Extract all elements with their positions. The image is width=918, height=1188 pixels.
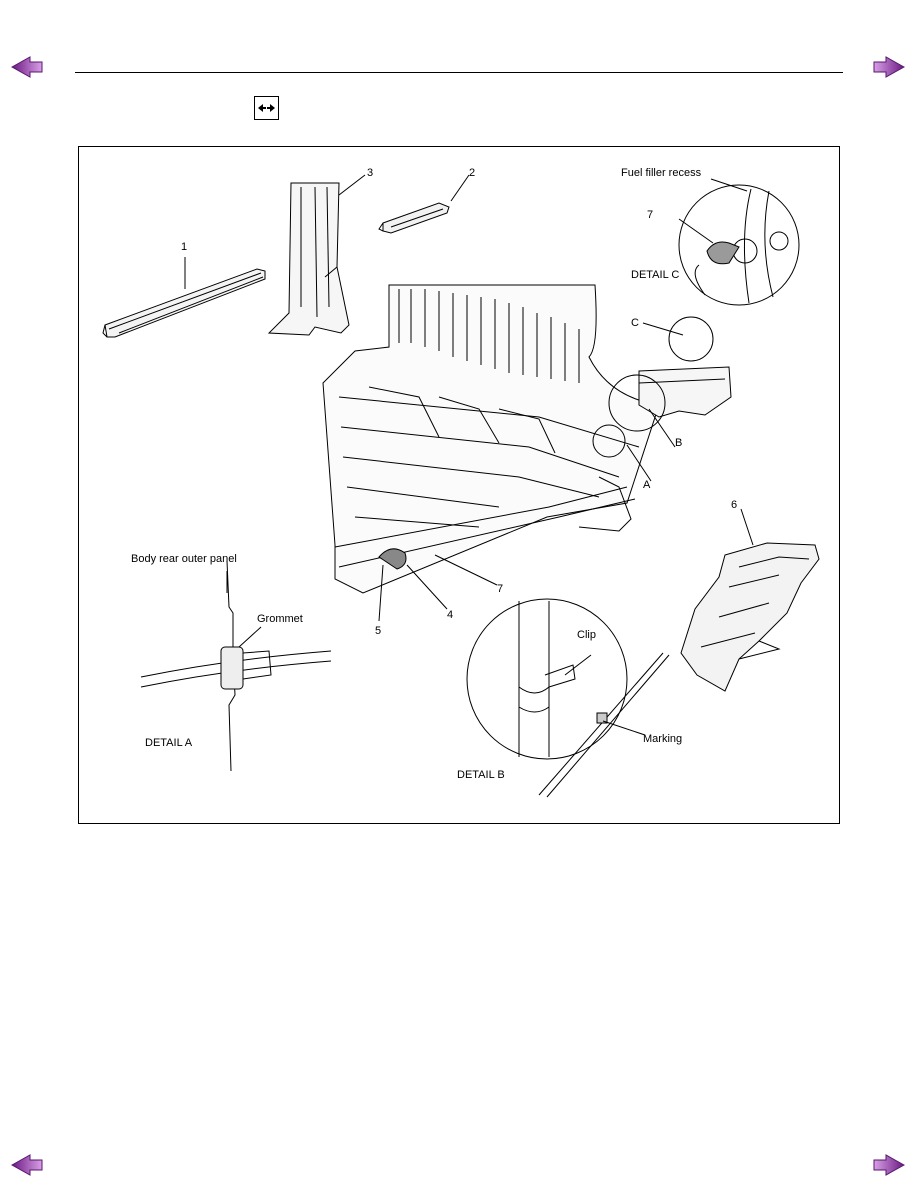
double-arrow-icon — [258, 104, 275, 112]
detail-b-view — [466, 598, 670, 798]
callout-6: 6 — [731, 499, 738, 511]
vehicle-floor-structure — [322, 284, 660, 594]
detail-c-view — [678, 184, 800, 306]
callout-3: 3 — [367, 167, 374, 179]
part-1-sill-moulding — [102, 268, 266, 338]
clip-label: Clip — [577, 629, 596, 641]
leader-lines — [184, 174, 754, 736]
part-6-wheelhouse-liner — [680, 542, 820, 692]
exploded-view-drawing — [102, 174, 820, 798]
callout-c: C — [631, 317, 639, 329]
callout-4: 4 — [447, 609, 454, 621]
part-3-pillar-trim — [267, 182, 350, 336]
right-arrow-icon — [873, 1154, 906, 1176]
detail-c-label: DETAIL C — [631, 269, 680, 281]
next-page-button[interactable] — [872, 55, 906, 79]
detail-b-label: DETAIL B — [457, 769, 505, 781]
left-arrow-icon — [10, 56, 43, 78]
next-page-button-bottom[interactable] — [872, 1153, 906, 1177]
fuel-filler-recess-label: Fuel filler recess — [621, 167, 702, 179]
marking-label: Marking — [643, 733, 683, 745]
callout-7-detail-c: 7 — [647, 209, 654, 221]
parts-illustration: 1 3 2 Fuel filler recess 7 DETAIL C C B … — [78, 146, 840, 824]
body-rear-outer-panel-label: Body rear outer panel — [131, 553, 237, 565]
right-arrow-icon — [873, 56, 906, 78]
callout-7-main: 7 — [497, 583, 504, 595]
header-rule — [75, 72, 843, 73]
detail-a-label: DETAIL A — [145, 737, 193, 749]
callout-b: B — [675, 437, 683, 449]
callout-1: 1 — [181, 241, 188, 253]
previous-page-button[interactable] — [10, 55, 44, 79]
callout-5: 5 — [375, 625, 382, 637]
detail-a-view — [140, 560, 332, 772]
left-arrow-icon — [10, 1154, 43, 1176]
callout-a: A — [643, 479, 651, 491]
view-toggle-button[interactable] — [254, 96, 279, 120]
callout-2: 2 — [469, 167, 476, 179]
part-2-clip-trim — [378, 202, 450, 234]
previous-page-button-bottom[interactable] — [10, 1153, 44, 1177]
grommet-label: Grommet — [257, 613, 303, 625]
rear-body-panel — [592, 316, 732, 458]
